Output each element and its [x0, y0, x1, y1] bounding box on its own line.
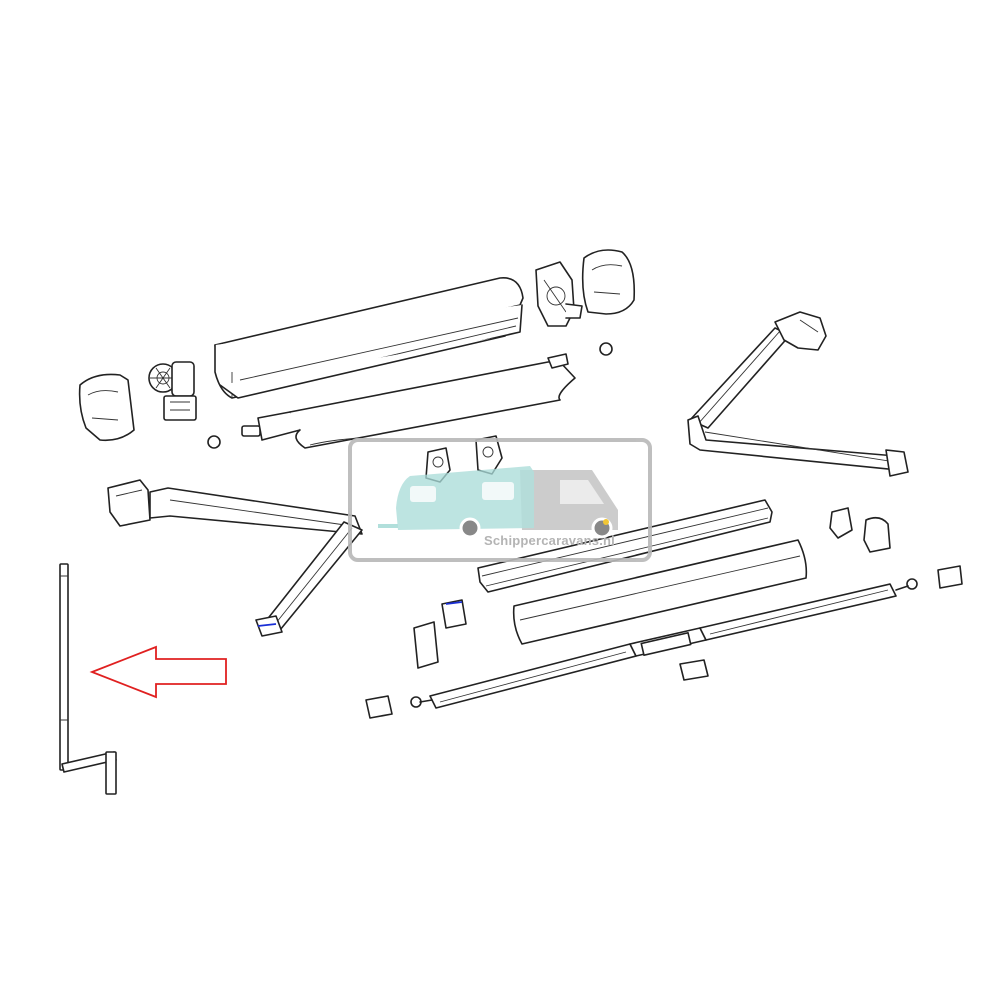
small-parts [365, 507, 963, 719]
watermark-frame [348, 438, 652, 562]
watermark-caravan-window-2 [482, 482, 514, 500]
watermark-van-window [560, 480, 604, 504]
right-gear-mechanism [535, 261, 583, 327]
left-folding-arm [107, 479, 363, 637]
right-folding-arm [687, 311, 909, 477]
watermark-caravan-window [410, 486, 436, 502]
telescopic-bar [410, 578, 918, 709]
left-end-cap [78, 373, 135, 442]
front-panel [512, 539, 808, 645]
watermark-wheel-1 [459, 517, 481, 539]
left-gear-mechanism [148, 361, 221, 449]
right-end-cap [581, 249, 636, 315]
roller-tube-and-fabric [241, 342, 613, 449]
watermark-light [603, 519, 609, 525]
highlight-arrow [89, 645, 227, 699]
watermark-logo [348, 438, 652, 562]
watermark-text: Schippercaravans.nl [484, 533, 615, 548]
cassette-housing [214, 277, 524, 399]
front-profile [477, 499, 773, 593]
crank-handle [59, 563, 117, 795]
